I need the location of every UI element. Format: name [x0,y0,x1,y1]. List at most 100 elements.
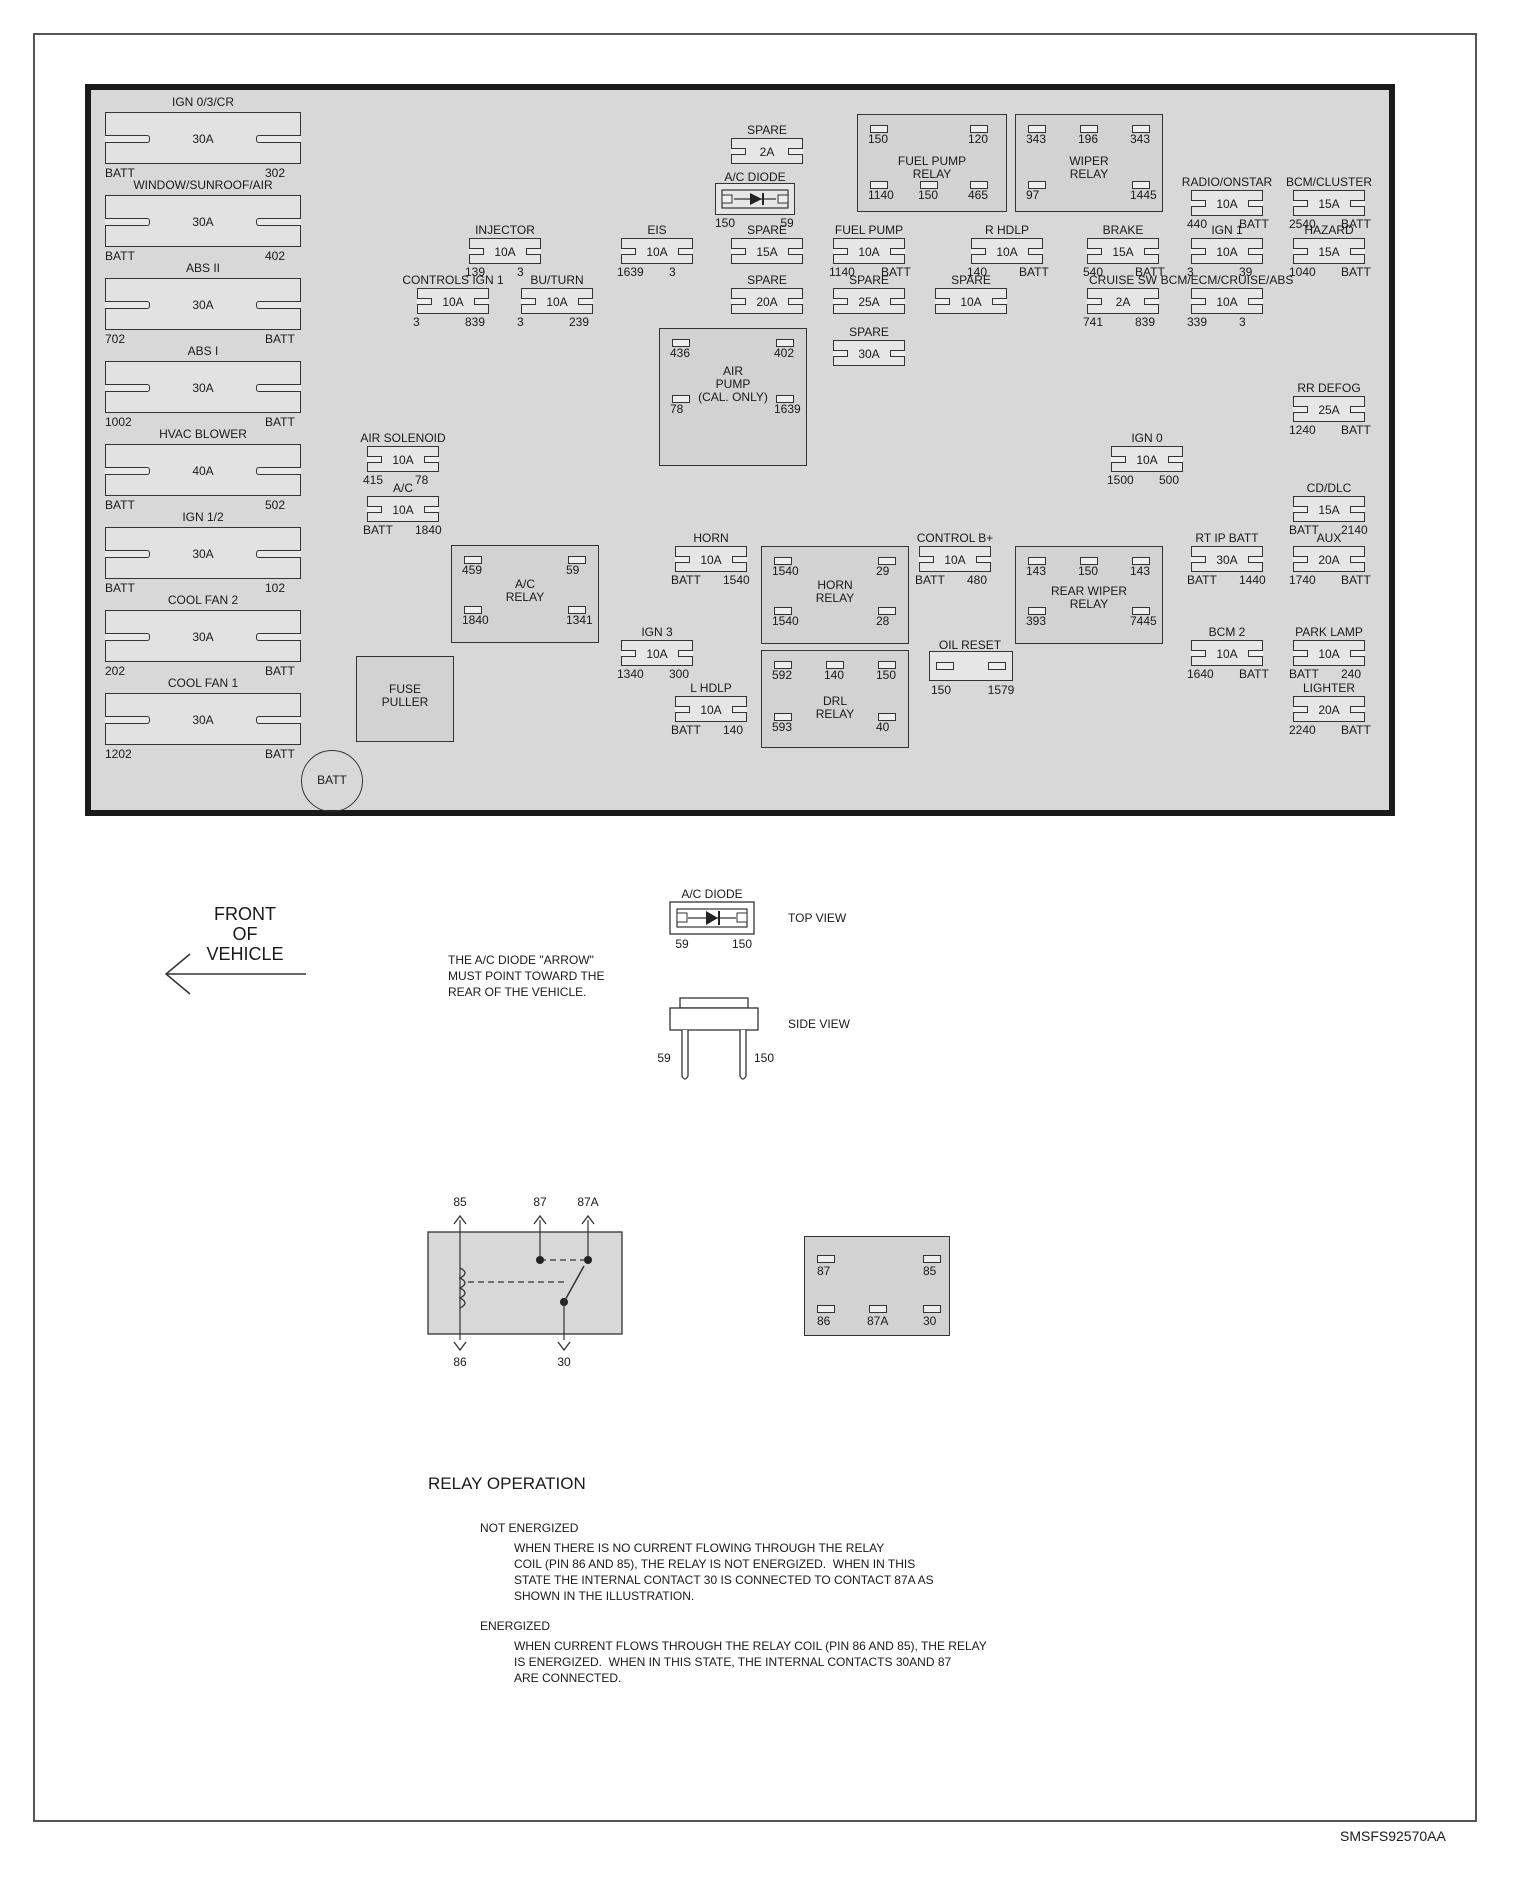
relay-pin-number: 1341 [566,613,593,627]
relay-pin [878,713,896,721]
mini-fuse: 20A [1293,696,1365,722]
mini-fuse-pin-left: 540 [1083,265,1104,279]
mini-fuse-pin-right: 1540 [723,573,750,587]
mini-fuse: 15A [1293,190,1365,216]
relay-pin [1028,607,1046,615]
mini-fuse-pin-left: 415 [363,473,384,487]
maxi-fuse: 30A [105,527,301,579]
mini-fuse-pin-right: 2140 [1341,523,1368,537]
mini-fuse-amp: 10A [646,647,668,661]
fuse-terminal [621,248,636,255]
relay-pin-number: 402 [774,346,795,360]
mini-fuse-name: SPARE [849,325,889,339]
fuse-terminal [1350,200,1365,207]
mini-fuse-name: IGN 3 [641,625,673,639]
mini-fuse-amp: 10A [392,453,414,467]
mini-fuse: 25A [833,288,905,314]
maxi-fuse: 40A [105,444,301,496]
mini-fuse: 10A [675,696,747,722]
maxi-fuse: 30A [105,278,301,330]
mini-fuse: 20A [731,288,803,314]
diode-top-pin-right: 150 [731,937,753,951]
mini-fuse-amp: 10A [1216,647,1238,661]
mini-fuse-amp: 10A [1216,197,1238,211]
fuse-terminal [1168,456,1183,463]
mini-fuse-name: SPARE [747,223,787,237]
relay-pin-number: 143 [1130,564,1151,578]
mini-fuse-pin-right: 480 [967,573,988,587]
mini-fuse-name: SPARE [747,123,787,137]
relay-pin [672,395,690,403]
mini-fuse-name: SPARE [849,273,889,287]
relay-pin [776,339,794,347]
fuse-terminal [1191,556,1206,563]
relay-label: DRL RELAY [815,694,855,721]
maxi-fuse-pin-left: 702 [105,332,126,346]
maxi-fuse-pin-right: BATT [265,747,295,761]
schematic-pin-86: 86 [453,1355,467,1369]
mini-fuse-amp: 10A [1318,647,1340,661]
mini-fuse: 10A [1191,190,1263,216]
relay-pin [970,181,988,189]
fuse-terminal [1144,298,1159,305]
arrow-left-icon [164,953,306,995]
mini-fuse-pin-left: 2240 [1289,723,1316,737]
fuse-terminal [1191,650,1206,657]
mini-fuse-amp: 10A [858,245,880,259]
diode-top-icon [669,901,755,935]
mini-fuse-pin-left: 140 [967,265,988,279]
schematic-pin-87: 87 [533,1195,547,1209]
mini-fuse: 2A [731,138,803,164]
mini-fuse: 10A [675,546,747,572]
fuse-terminal [1191,248,1206,255]
diode-icon [721,189,789,209]
diode-top-view-label: TOP VIEW [788,911,847,925]
relay-pin [464,556,482,564]
maxi-fuse: 30A [105,112,301,164]
mini-fuse: 15A [1293,496,1365,522]
mini-fuse-name: PARK LAMP [1295,625,1363,639]
diode-side-icon [669,997,759,1080]
relay-pin [774,557,792,565]
fuse-terminal [1191,298,1206,305]
maxi-fuse-pin-left: BATT [105,498,135,512]
relay-pin-number: 1840 [462,613,489,627]
mini-fuse-pin-left: BATT [671,723,701,737]
relay-pin [826,661,844,669]
mini-fuse-amp: 10A [700,703,722,717]
relay-pin [1028,181,1046,189]
mini-fuse-name: HAZARD [1304,223,1354,237]
mini-fuse-name: RT IP BATT [1195,531,1259,545]
fuse-terminal [731,148,746,155]
relay-pin-number: 28 [876,614,890,628]
relay-pin [774,713,792,721]
fuse-terminal [890,350,905,357]
relay-pin-number: 459 [462,563,483,577]
relay-pin [1132,125,1150,133]
mini-fuse-pin-right: 300 [669,667,690,681]
fuse-terminal [1248,650,1263,657]
relay-label: WIPER RELAY [1069,154,1109,181]
mini-fuse: 10A [1191,238,1263,264]
fuse-terminal [732,706,747,713]
fuse-terminal [367,456,382,463]
relay-pin [870,125,888,133]
mini-fuse-pin-left: 3 [1187,265,1194,279]
fuse-terminal [424,506,439,513]
mini-fuse-amp: 10A [392,503,414,517]
relay-pin [1080,557,1098,565]
relay-pin [1028,125,1046,133]
fuse-terminal [1111,456,1126,463]
mini-fuse: 15A [731,238,803,264]
fuse-terminal [256,467,301,475]
fuse-terminal [105,716,150,724]
mini-fuse: 2A [1087,288,1159,314]
maxi-fuse-amp: 40A [192,464,214,478]
fuse-terminal [678,650,693,657]
mini-fuse-pin-right: BATT [1341,423,1371,437]
mini-fuse-amp: 15A [1318,245,1340,259]
maxi-fuse-pin-left: BATT [105,581,135,595]
oil-reset-pin-left: 150 [930,683,952,697]
relay-pin-number: 78 [670,402,684,416]
energized-heading: ENERGIZED [480,1619,551,1633]
